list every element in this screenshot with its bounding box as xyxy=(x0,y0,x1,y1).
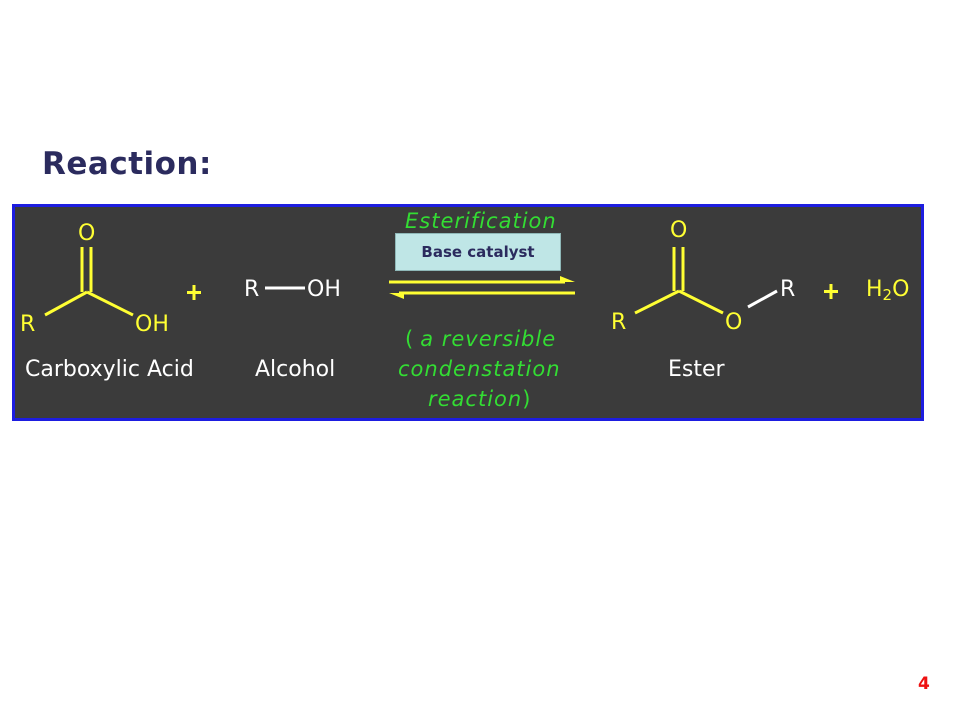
acid-oh-bond xyxy=(86,290,134,317)
alcohol-label: Alcohol xyxy=(255,357,335,382)
slide-title: Reaction: xyxy=(42,146,212,182)
ester-r-group-right: R xyxy=(780,277,795,302)
ester-label: Ester xyxy=(668,357,726,382)
condition-line-3: reaction) xyxy=(428,387,531,411)
plus-sign-2 xyxy=(824,284,838,299)
condition-line-2: condenstation xyxy=(398,357,561,381)
acid-r-group: R xyxy=(20,312,35,337)
alcohol-r-group: R xyxy=(244,277,259,302)
ester-structure: O R O R xyxy=(611,218,795,335)
ester-carbonyl-oxygen: O xyxy=(670,218,687,243)
catalyst-box: Base catalyst xyxy=(395,233,561,271)
page-number: 4 xyxy=(918,674,930,694)
ester-linking-oxygen: O xyxy=(725,310,742,335)
carboxylic-acid-structure: O R OH xyxy=(20,221,169,337)
acid-carbonyl-oxygen: O xyxy=(78,221,95,246)
reaction-diagram: O R OH Carboxylic Acid R OH Alcohol Este… xyxy=(20,209,909,411)
condition-line-1: (a reversible xyxy=(405,327,556,351)
carboxylic-acid-label: Carboxylic Acid xyxy=(25,357,194,382)
acid-hydroxyl: OH xyxy=(135,312,169,337)
esterification-label: Esterification xyxy=(405,209,557,233)
plus-sign-1 xyxy=(187,285,201,300)
ester-r-group-left: R xyxy=(611,310,626,335)
equilibrium-arrows xyxy=(389,276,575,299)
acid-r-bond xyxy=(44,290,88,317)
alcohol-hydroxyl: OH xyxy=(307,277,341,302)
alcohol-structure: R OH xyxy=(244,277,341,302)
water-formula: H2O xyxy=(866,277,909,304)
reaction-panel: O R OH Carboxylic Acid R OH Alcohol Este… xyxy=(12,204,924,421)
